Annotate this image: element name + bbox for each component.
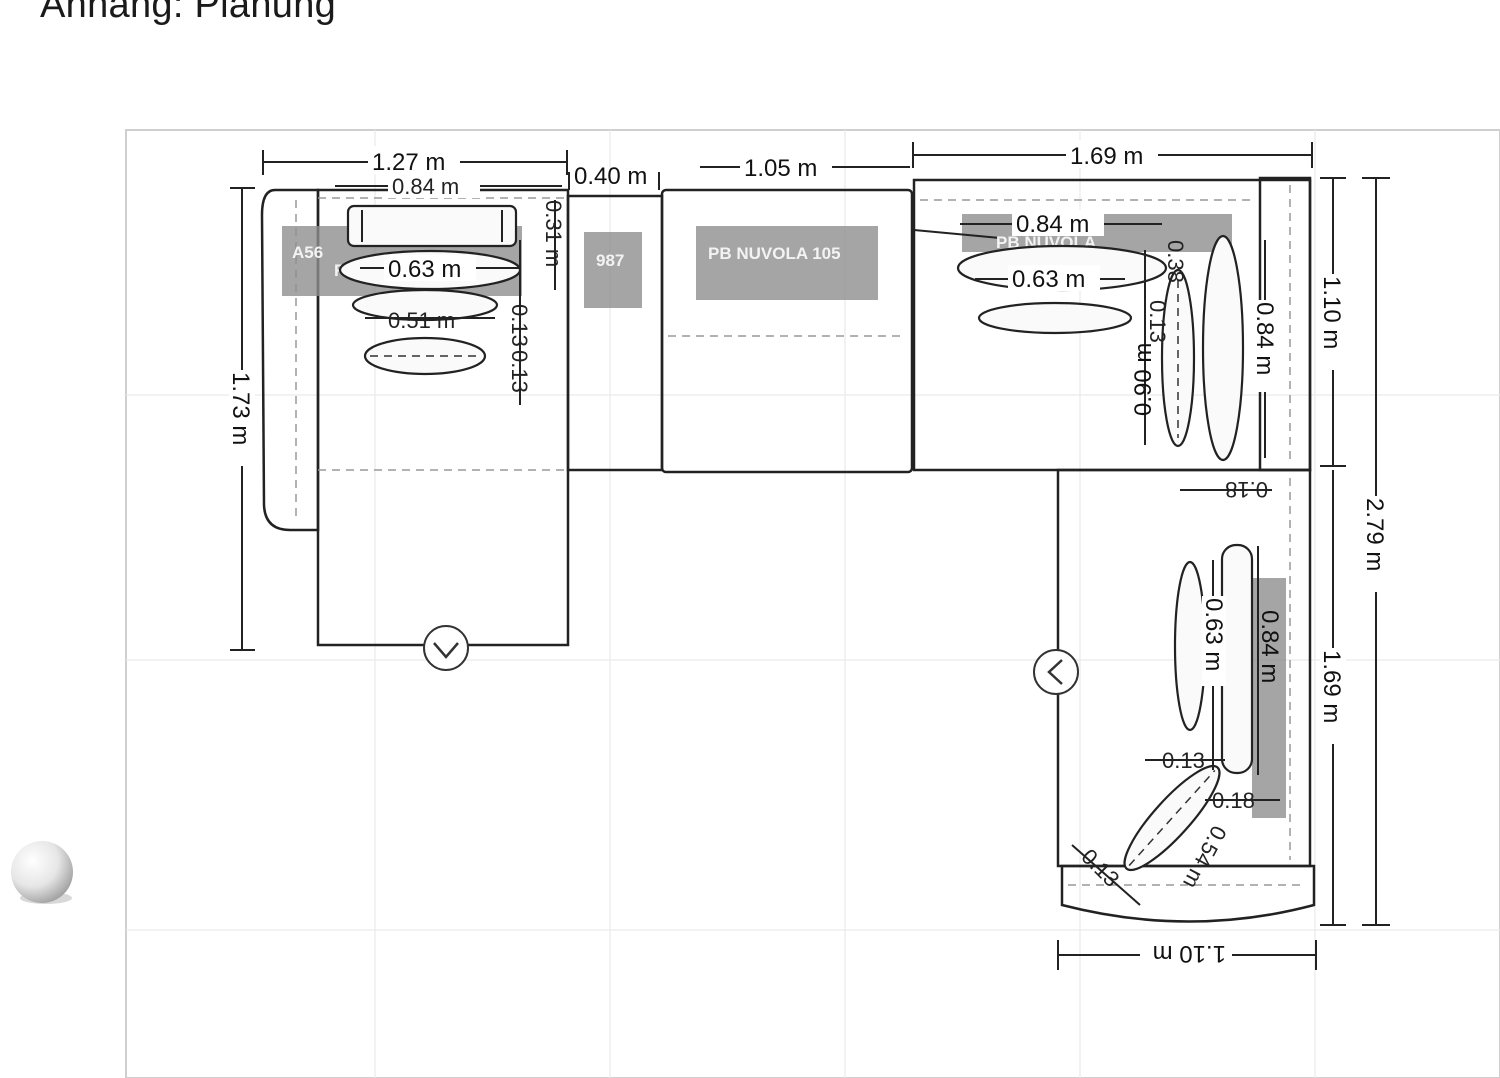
dim-right-small-1: 0.38 [1163,240,1188,283]
dim-top-left-inner: 0.84 m [392,174,459,199]
dim-lower-small-1: 0.18 [1225,477,1268,502]
label-987: 987 [596,251,624,270]
dim-lower-pillow-1: 0.63 m [1200,598,1227,671]
chevron-left-icon[interactable] [1033,649,1079,695]
dim-left-height: 1.73 m [227,372,254,445]
dim-left-pillow-2: 0.51 m [388,308,455,333]
label-pb-nuvola-105: PB NUVOLA 105 [708,244,841,263]
chevron-down-icon[interactable] [423,625,469,671]
dim-right-height-top: 1.10 m [1318,276,1345,349]
dim-lower-small-3: 0.18 [1212,788,1255,813]
middle-sofa-module[interactable] [660,188,914,474]
sphere-light-icon [11,841,73,904]
left-pillow-2 [351,288,499,322]
connector-module[interactable] [566,194,664,472]
dim-bottom-width: 1.10 m [1153,940,1226,967]
dim-left-small-1: 0.31 m [541,200,566,267]
dim-lower-pillow-2: 0.84 m [1256,610,1283,683]
dim-right-vertical-3: 0.13 [1145,300,1170,343]
dim-right-pillow-2: 0.63 m [1012,266,1085,293]
dim-lower-small-2: 0.13 [1162,748,1205,773]
dim-top-left-width: 1.27 m [372,149,445,176]
left-backrest-pillow [346,204,518,248]
dim-left-small-3: 0.13 [507,350,532,393]
dim-left-small-2: 0.13 [507,304,532,347]
dim-connector-width: 0.40 m [574,163,647,190]
dim-right-total-height: 2.79 m [1361,498,1388,571]
dim-right-vertical-2: 0.90 m [1130,343,1157,416]
dim-middle-width: 1.05 m [744,155,817,182]
dim-left-pillow-1: 0.63 m [388,256,461,283]
right-pillow-2 [977,301,1133,335]
right-pillow-vertical-2 [1201,234,1245,462]
left-pillow-3 [363,336,487,376]
dim-right-vertical-1: 0.84 m [1251,302,1278,375]
lower-diagonal-pillow [1123,764,1221,872]
label-a56: A56 [292,243,323,262]
dim-right-height-bottom: 1.69 m [1318,650,1345,723]
page-title: Anhang: Planung [40,0,337,26]
dim-right-top-width: 1.69 m [1070,143,1143,170]
dim-right-pillow-1: 0.84 m [1016,211,1089,238]
